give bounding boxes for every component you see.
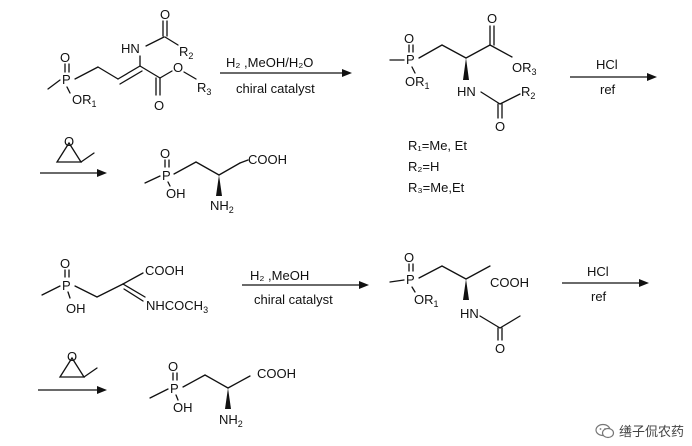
atom-or1: OR1 xyxy=(405,74,430,91)
atom-cooh: COOH xyxy=(257,366,296,381)
atom-p: P xyxy=(162,168,171,183)
reagent-bottom-2: chiral catalyst xyxy=(254,292,333,307)
atom-o: O xyxy=(154,98,164,113)
atom-o: O xyxy=(404,250,414,265)
glufosinate-2: O P OH COOH NH2 xyxy=(149,359,296,429)
atom-r2: R2 xyxy=(179,44,193,61)
epoxide-arrow-2: O xyxy=(38,349,107,394)
atom-p: P xyxy=(170,381,179,396)
atom-hn: HN xyxy=(460,306,479,321)
hydrolysis-top-2: HCl xyxy=(587,264,609,279)
watermark-text: 缮子侃农药 xyxy=(618,425,684,440)
atom-oh: OH xyxy=(166,186,186,201)
atom-oh: OH xyxy=(66,301,86,316)
atom-p: P xyxy=(62,278,71,293)
substrate-1: O P OR1 HN O R2 O O R3 xyxy=(47,7,211,113)
atom-o: O xyxy=(495,341,505,356)
atom-o: O xyxy=(60,256,70,271)
atom-o: O xyxy=(168,359,178,374)
epoxide-arrow-1: O xyxy=(40,134,107,177)
substituent-list: R₁=Me, Et R₂=H R₃=Me,Et xyxy=(408,138,467,195)
atom-o: O xyxy=(60,50,70,65)
r2-definition: R₂=H xyxy=(408,159,439,174)
atom-cooh: COOH xyxy=(490,275,529,290)
atom-p: P xyxy=(62,72,71,87)
wechat-icon xyxy=(595,423,615,438)
atom-o: O xyxy=(487,11,497,26)
atom-nh2: NH2 xyxy=(210,198,234,215)
reaction-arrow-3: H₂ ,MeOH chiral catalyst xyxy=(242,268,369,307)
substrate-2: O P OH COOH NHCOCH3 xyxy=(41,256,208,316)
r3-definition: R₃=Me,Et xyxy=(408,180,465,195)
atom-o: O xyxy=(173,60,183,75)
atom-hn: HN xyxy=(121,41,140,56)
atom-p: P xyxy=(406,272,415,287)
atom-o: O xyxy=(160,7,170,22)
atom-or3: OR3 xyxy=(512,60,537,77)
atom-oh: OH xyxy=(173,400,193,415)
hydrolysis-bottom-2: ref xyxy=(591,289,607,304)
watermark: 缮子侃农药 xyxy=(595,421,684,440)
atom-cooh: COOH xyxy=(145,263,184,278)
reagent-top-1: H₂ ,MeOH/H₂O xyxy=(226,55,313,70)
atom-o: O xyxy=(495,119,505,134)
atom-o: O xyxy=(64,134,74,149)
atom-hn: HN xyxy=(457,84,476,99)
atom-nh2: NH2 xyxy=(219,412,243,429)
r1-definition: R₁=Me, Et xyxy=(408,138,467,153)
product-2: O P OR1 COOH HN O xyxy=(389,250,529,356)
atom-nhcoch3: NHCOCH3 xyxy=(146,298,208,315)
reaction-arrow-4: HCl ref xyxy=(562,264,649,304)
atom-r2: R2 xyxy=(521,84,535,101)
glufosinate-1: O P OH COOH NH2 xyxy=(144,146,287,215)
atom-o: O xyxy=(160,146,170,161)
atom-r3: R3 xyxy=(197,80,211,97)
reagent-top-2: H₂ ,MeOH xyxy=(250,268,309,283)
hydrolysis-bottom-1: ref xyxy=(600,82,616,97)
atom-o: O xyxy=(404,31,414,46)
atom-or1: OR1 xyxy=(72,92,97,109)
atom-or1: OR1 xyxy=(414,292,439,309)
reaction-arrow-1: H₂ ,MeOH/H₂O chiral catalyst xyxy=(220,55,352,96)
reagent-bottom-1: chiral catalyst xyxy=(236,81,315,96)
reaction-arrow-2: HCl ref xyxy=(570,57,657,97)
product-1: O P OR1 O OR3 HN R2 O xyxy=(389,11,537,134)
atom-o: O xyxy=(67,349,77,364)
atom-cooh: COOH xyxy=(248,152,287,167)
atom-p: P xyxy=(406,52,415,67)
hydrolysis-top-1: HCl xyxy=(596,57,618,72)
